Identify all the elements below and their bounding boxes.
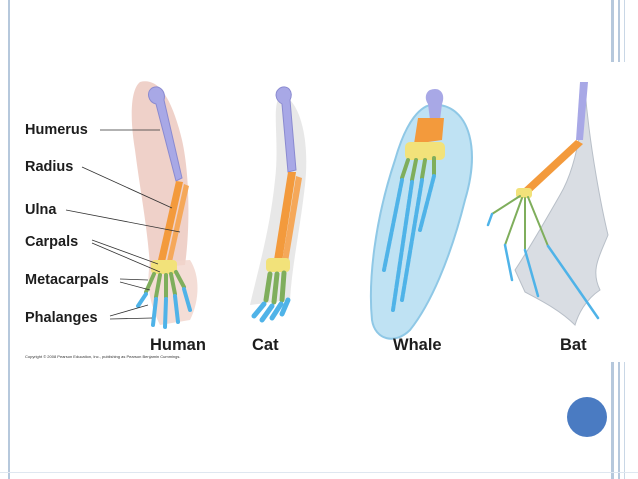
label-ulna: Ulna: [25, 202, 56, 218]
species-whale: Whale: [393, 336, 442, 355]
whale-flipper: [371, 89, 472, 339]
species-human: Human: [150, 336, 206, 355]
slide-accent-dot: [567, 397, 607, 437]
human-arm: [132, 81, 198, 327]
species-cat: Cat: [252, 336, 279, 355]
copyright-notice: Copyright © 2008 Pearson Education, Inc.…: [25, 354, 180, 359]
label-humerus: Humerus: [25, 122, 88, 138]
bat-wing: [488, 82, 608, 325]
species-bat: Bat: [560, 336, 587, 355]
cat-leg: [250, 87, 306, 320]
label-carpals: Carpals: [25, 234, 78, 250]
label-phalanges: Phalanges: [25, 310, 98, 326]
label-radius: Radius: [25, 159, 73, 175]
label-metacarpals: Metacarpals: [25, 272, 109, 288]
